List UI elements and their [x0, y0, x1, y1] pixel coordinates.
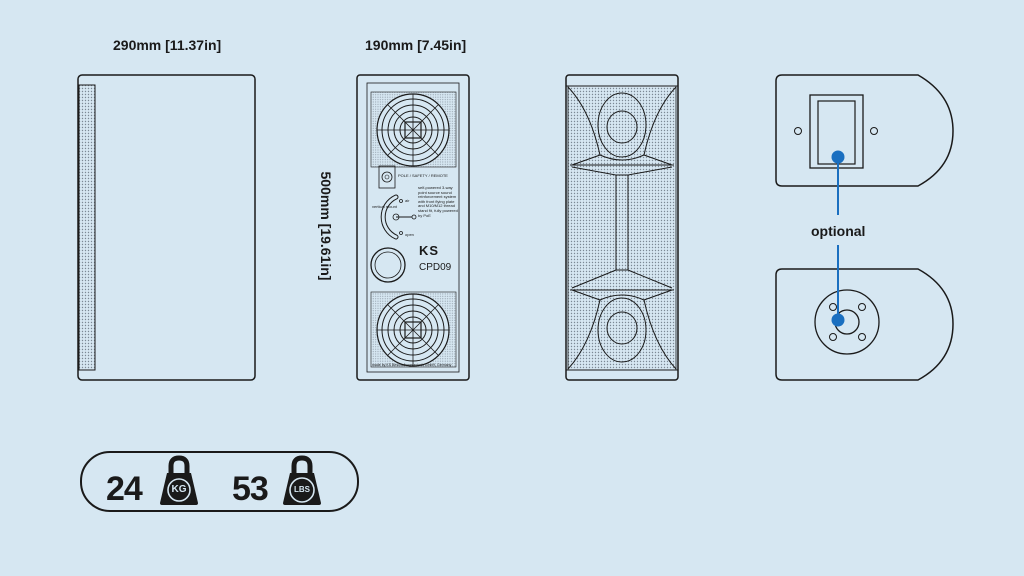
horn-center — [570, 164, 674, 291]
horn-bottom — [567, 289, 677, 370]
back-view — [356, 74, 470, 381]
label-air: air — [405, 198, 410, 203]
connector-socket — [378, 165, 396, 189]
optional-label: optional — [811, 223, 866, 239]
label-vertical-mount: vertical mount — [372, 204, 397, 209]
label-open: open — [405, 232, 414, 237]
weight-kg-value: 24 — [106, 470, 143, 508]
dimension-height: 500mm [19.61in] — [318, 171, 334, 281]
model-name: CPD09 — [419, 262, 452, 273]
weight-lbs-unit: LBS — [294, 485, 310, 494]
cooling-fan-bottom — [370, 291, 457, 368]
brand-logo: KS — [419, 243, 440, 258]
bass-port — [370, 247, 406, 283]
dimension-width-back: 190mm [7.45in] — [365, 37, 467, 53]
optional-indicator — [831, 150, 845, 327]
panel-description: self-powered 3-way point source sound re… — [418, 185, 458, 218]
panel-footer: made by KS Beschallungstechnik GmbH, Ger… — [372, 363, 452, 367]
cooling-fan-top — [370, 91, 457, 168]
weight-lbs-value: 53 — [232, 470, 269, 508]
weight-kg-unit: KG — [171, 484, 187, 495]
dimension-width-side: 290mm [11.37in] — [113, 37, 222, 53]
pole-label: POLE / SAFETY / REMOTE — [398, 173, 448, 178]
horn-top — [567, 86, 677, 166]
side-view — [77, 74, 256, 381]
kettlebell-weight-icon — [283, 455, 321, 505]
front-view — [565, 74, 679, 381]
detail-flying-plate — [775, 74, 954, 187]
mount-lever — [380, 194, 417, 240]
kettlebell-weight-icon — [160, 455, 198, 505]
detail-stand-flange — [775, 268, 954, 381]
